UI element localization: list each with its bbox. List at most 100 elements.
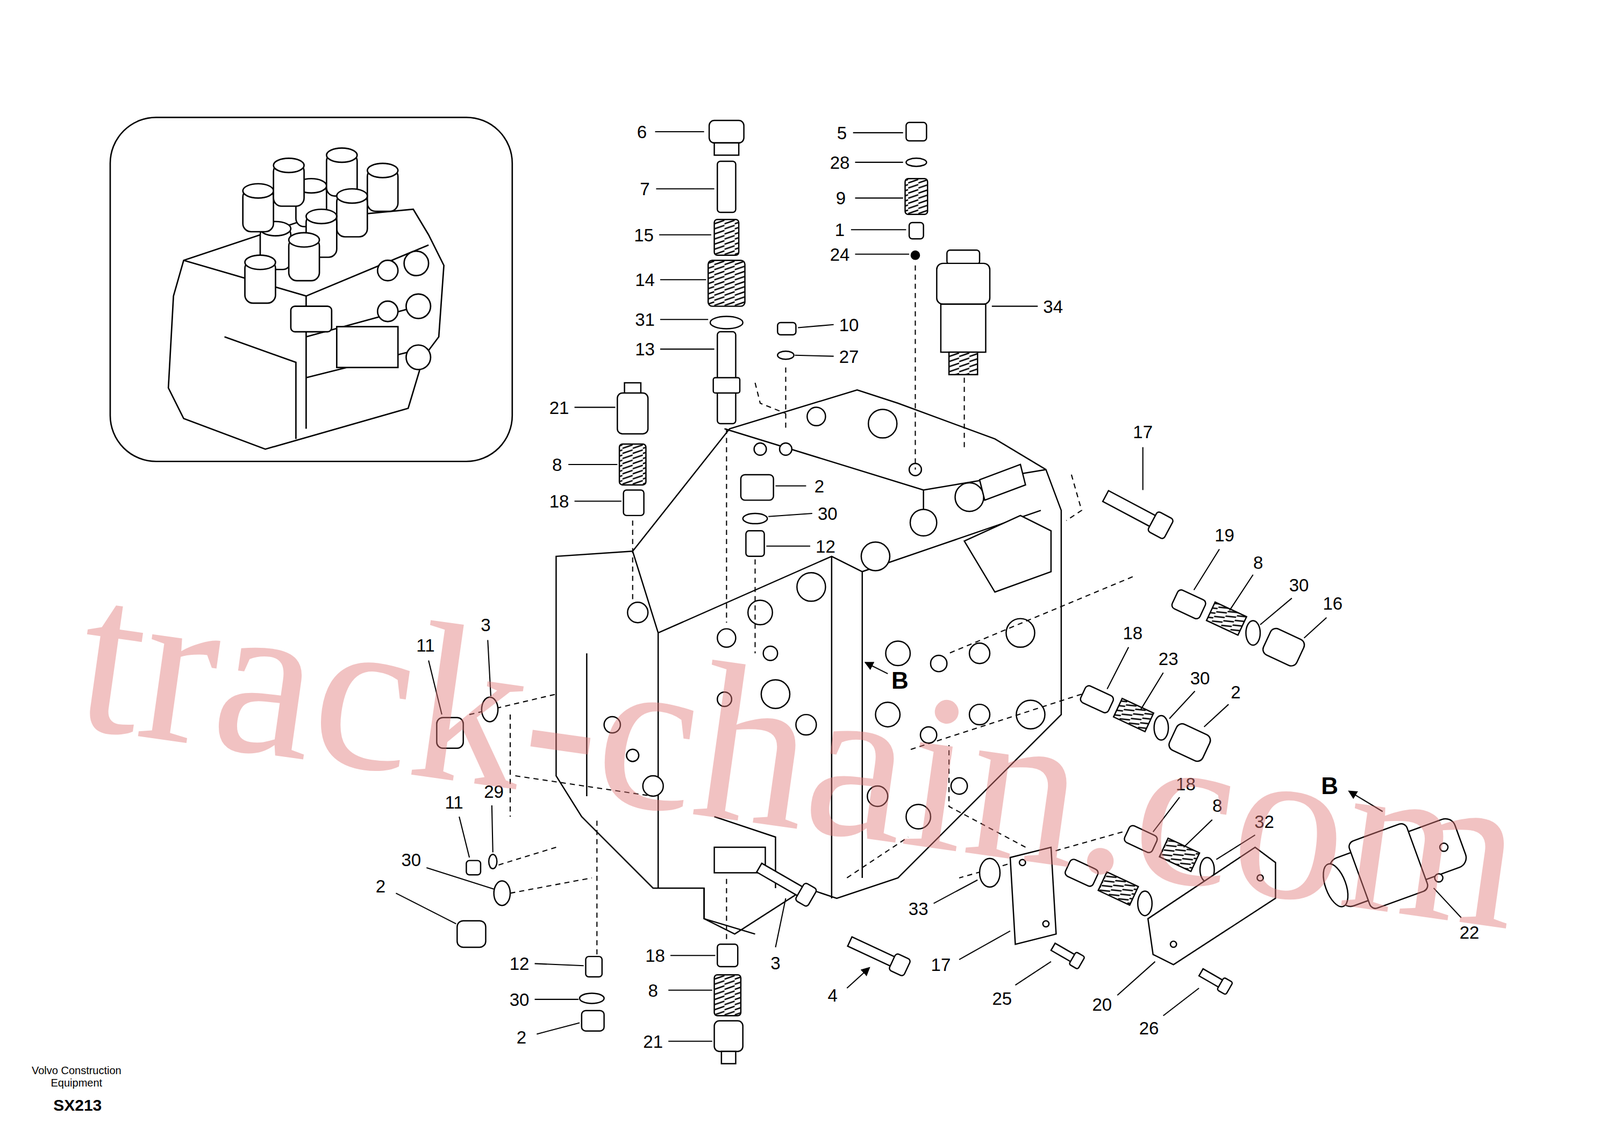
line-art <box>794 882 818 907</box>
line-art <box>336 188 368 204</box>
line-art <box>747 600 773 625</box>
line-art <box>714 847 766 873</box>
line-art <box>1079 684 1115 714</box>
line-art <box>709 120 745 144</box>
line-art <box>404 251 430 276</box>
line-art <box>290 306 332 332</box>
line-art <box>405 345 431 370</box>
line-art <box>745 530 764 556</box>
line-art <box>1079 684 1115 714</box>
line-art <box>1260 626 1306 668</box>
callout-number: 24 <box>830 245 850 263</box>
callout-number: 6 <box>637 122 647 141</box>
line-art <box>581 1010 605 1032</box>
line-art <box>940 304 987 353</box>
callout-number: 29 <box>483 782 504 800</box>
line-art <box>494 881 511 906</box>
line-art <box>846 967 870 989</box>
callout-number: 2 <box>516 1028 527 1047</box>
leader-lines <box>395 131 1461 1042</box>
callout-number: 30 <box>401 850 422 869</box>
line-art <box>861 541 890 571</box>
line-art <box>1123 824 1159 854</box>
line-art <box>714 1020 744 1052</box>
callout-number: 28 <box>830 153 850 171</box>
line-art <box>969 643 990 664</box>
callout-number: 8 <box>1212 796 1223 815</box>
callout-number: 5 <box>837 123 847 142</box>
line-art <box>377 260 398 281</box>
callout-number: 34 <box>1043 297 1063 316</box>
callout-number: 30 <box>1190 668 1211 687</box>
line-art <box>456 920 486 948</box>
callout-number: 26 <box>1139 1019 1160 1038</box>
line-art <box>110 117 513 462</box>
line-art <box>1206 602 1247 636</box>
callout-number: 2 <box>814 476 825 495</box>
line-art <box>1100 486 1175 540</box>
line-art <box>405 294 431 319</box>
line-art <box>1434 873 1444 882</box>
line-art <box>469 265 1133 955</box>
line-art <box>1318 860 1353 910</box>
line-art <box>905 158 927 167</box>
line-art <box>367 163 398 178</box>
line-art <box>946 250 980 265</box>
line-art <box>708 260 745 306</box>
line-art <box>951 777 968 795</box>
callout-number: 9 <box>836 189 846 207</box>
line-art <box>1167 722 1213 764</box>
line-art <box>273 158 305 173</box>
line-art <box>305 209 337 224</box>
line-art <box>1137 891 1153 917</box>
line-art <box>763 646 778 661</box>
line-art <box>717 691 732 707</box>
line-art <box>1197 966 1233 995</box>
line-art <box>964 464 1052 592</box>
line-art <box>1256 874 1263 881</box>
line-art <box>168 209 444 449</box>
callout-number: 4 <box>827 986 838 1005</box>
line-art <box>326 147 357 163</box>
line-art <box>936 263 990 305</box>
line-art <box>1260 626 1306 668</box>
line-art <box>979 858 1000 888</box>
line-art <box>1245 620 1261 646</box>
callout-number: 21 <box>549 398 570 417</box>
callout-number: 25 <box>991 989 1012 1007</box>
line-art <box>626 749 639 762</box>
line-art <box>717 944 738 967</box>
line-art <box>1098 872 1139 906</box>
callout-number: 8 <box>1253 553 1263 572</box>
callout-number: 11 <box>416 636 435 655</box>
callout-number: 17 <box>1132 423 1153 441</box>
line-art <box>717 161 736 213</box>
valve-block <box>555 389 1061 934</box>
line-art <box>777 351 794 360</box>
line-art <box>1113 698 1154 732</box>
line-art <box>806 407 826 426</box>
line-art <box>740 474 774 500</box>
line-art <box>910 509 937 536</box>
line-art <box>795 714 817 735</box>
callout-number: 18 <box>1175 775 1196 794</box>
callout-number: 14 <box>634 270 655 289</box>
line-art <box>777 322 796 335</box>
line-art <box>1216 977 1233 996</box>
line-art <box>336 326 398 368</box>
line-art <box>1347 822 1430 911</box>
callout-number: 3 <box>480 616 491 634</box>
line-art <box>743 513 768 524</box>
line-art <box>1005 618 1035 648</box>
line-art <box>617 393 648 434</box>
line-art <box>1049 940 1085 970</box>
line-art <box>865 662 888 674</box>
line-art <box>643 775 664 797</box>
line-art <box>1206 602 1247 636</box>
callout-number: 12 <box>509 954 530 973</box>
callout-number: 32 <box>1254 812 1275 831</box>
line-art <box>1170 588 1207 620</box>
line-art <box>243 183 274 199</box>
callout-number: 15 <box>633 225 654 244</box>
line-art <box>905 804 931 830</box>
